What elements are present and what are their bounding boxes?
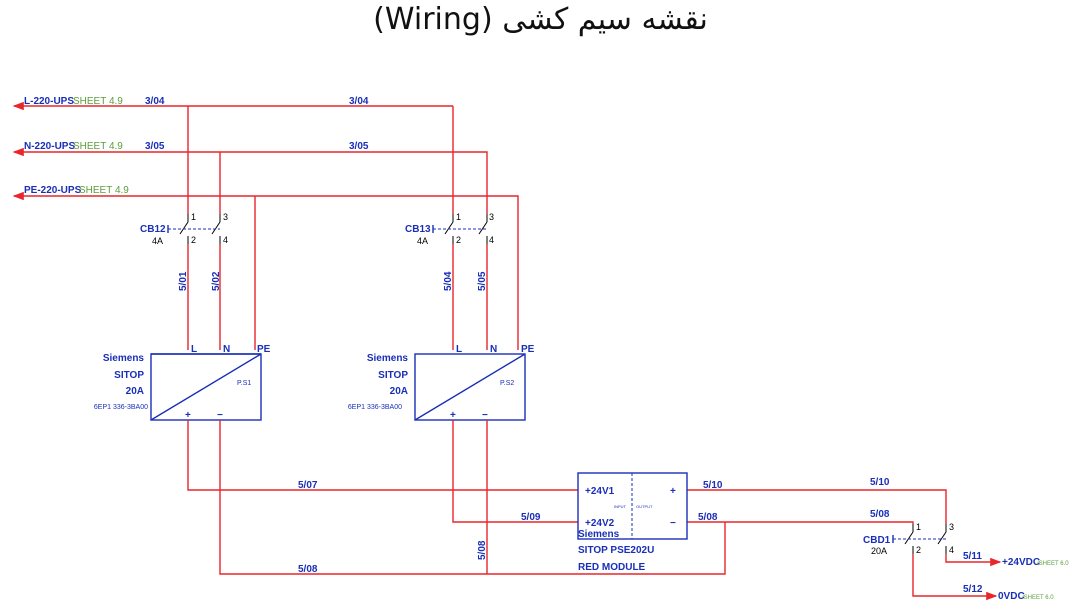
red-module-output-label: OUTPUT (636, 504, 653, 509)
ps1-part: 6EP1 336-3BA00 (94, 404, 148, 411)
input-pe-sheet: SHEET 4.9 (79, 185, 129, 196)
ps1-rating: 20A (126, 386, 144, 397)
output-0vdc-label: 0VDC (998, 591, 1025, 602)
red-module-input-2: +24V2 (585, 518, 615, 529)
red-module-brand: Siemens (578, 529, 620, 540)
cb13-label: CB13 (405, 224, 431, 235)
cbd1-pin-4: 4 (949, 545, 954, 555)
input-l-label: L-220-UPS (24, 96, 74, 107)
cb13-rating: 4A (417, 236, 428, 246)
ps2-rating: 20A (390, 386, 408, 397)
ps2-terminal-l: L (456, 344, 462, 355)
input-l-sheet: SHEET 4.9 (73, 96, 123, 107)
cbd1-pin-3: 3 (949, 522, 954, 532)
wire-label-501: 5/01 (178, 271, 189, 291)
wire-label-505: 5/05 (477, 271, 488, 291)
wire-label-512: 5/12 (963, 584, 983, 595)
red-module-input-1: +24V1 (585, 486, 615, 497)
wire-label-504: 5/04 (443, 271, 454, 291)
cbd1-pin-1: 1 (916, 522, 921, 532)
wire-label-511: 5/11 (963, 551, 982, 562)
wire-label-510-b: 5/10 (870, 477, 890, 488)
input-n-sheet: SHEET 4.9 (73, 141, 123, 152)
ps2-tag: P.S2 (500, 380, 514, 387)
wire-label-305-b: 3/05 (349, 141, 369, 152)
breaker-cb12: 1 2 3 4 (167, 212, 228, 245)
cb13-pin-1: 1 (456, 212, 461, 222)
power-supply-ps1: L N PE P.S1 + − (150, 344, 271, 421)
cb12-pin-3: 3 (223, 212, 228, 222)
wire-label-508-a: 5/08 (698, 512, 718, 523)
red-module-output-plus: + (670, 486, 676, 497)
breaker-cb13: 1 2 3 4 (432, 212, 494, 245)
ps2-terminal-plus: + (450, 410, 456, 421)
red-module: +24V1 +24V2 INPUT OUTPUT + − Siemens (577, 472, 688, 540)
output-24vdc-label: +24VDC (1002, 557, 1040, 568)
ps2-part: 6EP1 336-3BA00 (348, 404, 402, 411)
wire-label-508-b: 5/08 (870, 509, 890, 520)
ps1-brand: Siemens (103, 353, 145, 364)
ps2-terminal-n: N (490, 344, 497, 355)
wire-label-508-vertical: 5/08 (477, 540, 488, 560)
ps2-terminal-minus: − (482, 410, 488, 421)
red-module-model: SITOP PSE202U (578, 545, 654, 556)
ps1-terminal-pe: PE (257, 344, 271, 355)
cbd1-label: CBD1 (863, 535, 891, 546)
cbd1-rating: 20A (871, 546, 887, 556)
red-module-output-minus: − (670, 518, 676, 529)
output-0vdc-sheet: /SHEET 6.0 (1022, 595, 1054, 601)
wire-label-305-a: 3/05 (145, 141, 165, 152)
wire-label-510-a: 5/10 (703, 480, 723, 491)
ps1-tag: P.S1 (237, 380, 251, 387)
ps2-model: SITOP (378, 370, 408, 381)
cb12-pin-2: 2 (191, 235, 196, 245)
cb12-pin-1: 1 (191, 212, 196, 222)
ps2-terminal-pe: PE (521, 344, 535, 355)
ps1-terminal-minus: − (217, 410, 223, 421)
cbd1-pin-2: 2 (916, 545, 921, 555)
wire-label-502: 5/02 (211, 271, 222, 291)
breaker-cbd1: 1 2 3 4 (892, 522, 954, 555)
ps2-brand: Siemens (367, 353, 409, 364)
ps1-terminal-l: L (191, 344, 197, 355)
page-title: نقشه سیم کشی (Wiring) (373, 2, 708, 37)
ps1-model: SITOP (114, 370, 144, 381)
cb12-rating: 4A (152, 236, 163, 246)
cb12-pin-4: 4 (223, 235, 228, 245)
power-supply-ps2: L N PE P.S2 + − (414, 344, 535, 421)
wire-label-304-b: 3/04 (349, 96, 369, 107)
ps1-terminal-n: N (223, 344, 230, 355)
wire-label-304-a: 3/04 (145, 96, 165, 107)
dc-wiring (187, 420, 1002, 601)
cb13-pin-4: 4 (489, 235, 494, 245)
red-module-input-label: INPUT (614, 504, 627, 509)
wire-label-507: 5/07 (298, 480, 318, 491)
red-module-name: RED MODULE (578, 562, 646, 573)
cb12-label: CB12 (140, 224, 166, 235)
input-n-label: N-220-UPS (24, 141, 75, 152)
wire-label-509: 5/09 (521, 512, 541, 523)
output-24vdc-sheet: /SHEET 6.0 (1037, 561, 1069, 567)
wire-label-508-bottom: 5/08 (298, 564, 318, 575)
input-n-line (12, 147, 488, 350)
cb13-pin-2: 2 (456, 235, 461, 245)
input-pe-line (12, 191, 519, 350)
input-pe-label: PE-220-UPS (24, 185, 82, 196)
ps1-terminal-plus: + (185, 410, 191, 421)
cb13-pin-3: 3 (489, 212, 494, 222)
